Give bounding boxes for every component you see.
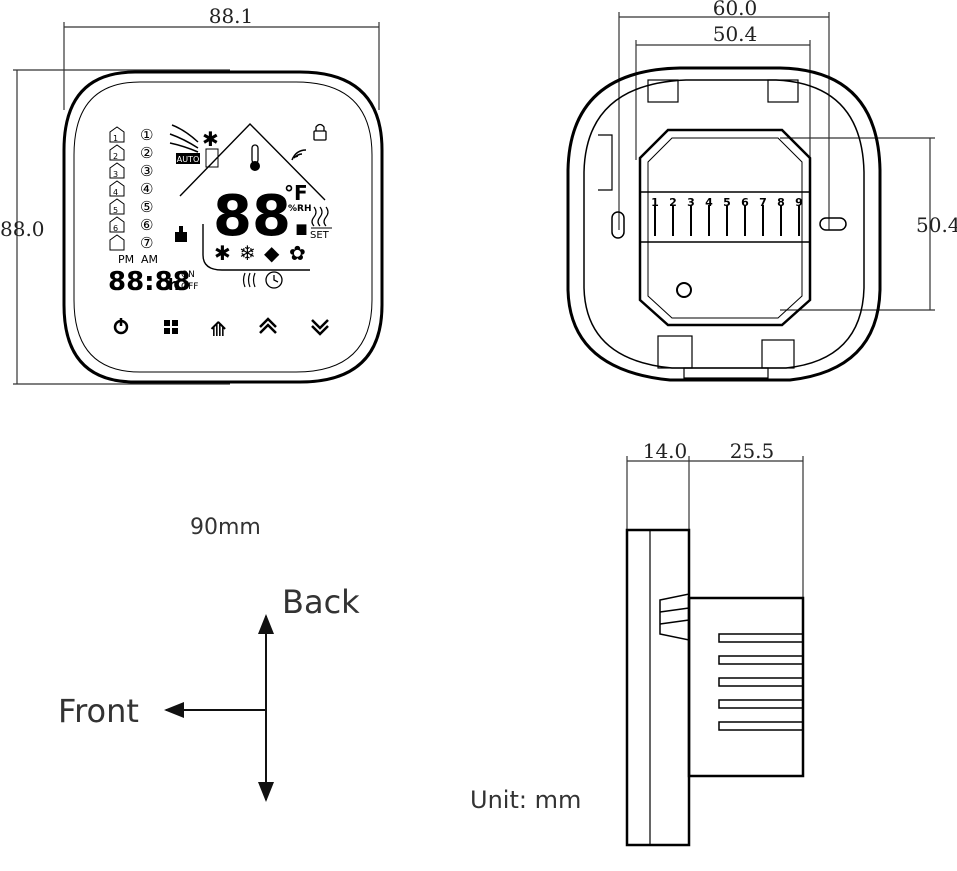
program-house-icons xyxy=(109,126,125,251)
set-label: SET xyxy=(310,230,330,241)
back-box-profile xyxy=(687,596,805,778)
front-depth-label: 14.0 xyxy=(643,439,688,463)
right-screw-slot xyxy=(819,217,847,231)
program-house-number-3: 3 xyxy=(113,170,118,179)
temperature-unit: °F xyxy=(284,181,308,205)
wifi-icon xyxy=(291,149,307,161)
program-number-1: ① xyxy=(140,126,153,144)
back-width-dimensions xyxy=(618,12,830,230)
program-number-2: ② xyxy=(140,144,153,162)
svg-text:⟰: ⟰ xyxy=(210,317,227,341)
program-number-4: ④ xyxy=(140,180,153,198)
humidity-unit: %RH xyxy=(288,204,311,214)
terminal-label-1: 1 xyxy=(651,196,659,209)
front-view: 88.1 88.0 1 2 3 4 5 xyxy=(0,4,384,385)
fan-button[interactable]: ⟰ xyxy=(210,317,227,341)
program-house-number-1: 1 xyxy=(113,134,118,143)
back-bottom-clips xyxy=(657,335,795,379)
terminal-block-outline xyxy=(638,128,812,327)
program-column: 1 2 3 4 5 6 ① ② ③ ④ ⑤ ⑥ ⑦ xyxy=(109,126,153,252)
front-cover-profile xyxy=(625,528,691,847)
hour-unit: h xyxy=(168,275,179,294)
program-house-number-5: 5 xyxy=(113,206,118,215)
back-side-tab xyxy=(598,134,613,191)
terminal-label-5: 5 xyxy=(723,196,731,209)
cooling-fan-icon: ✱ xyxy=(214,241,231,265)
auto-badge xyxy=(176,153,200,164)
off-label: OFF xyxy=(181,282,198,292)
program-number-3: ③ xyxy=(140,162,153,180)
mode-button[interactable] xyxy=(164,320,178,334)
terminal-label-3: 3 xyxy=(687,196,695,209)
program-number-5: ⑤ xyxy=(140,198,153,216)
front-height-dimension xyxy=(13,69,230,385)
valve-icon xyxy=(175,226,187,242)
terminal-block-inner xyxy=(647,137,803,319)
on-label: ON xyxy=(181,270,195,280)
left-screw-slot xyxy=(611,211,625,239)
airflow-waves-icon xyxy=(169,124,199,153)
heating-icon xyxy=(311,206,329,227)
terminal-label-2: 2 xyxy=(669,196,677,209)
terminal-label-7: 7 xyxy=(759,196,767,209)
side-depth-dimensions xyxy=(626,456,804,600)
back-height-dimension xyxy=(780,137,935,311)
floor-heat-icon xyxy=(242,272,256,288)
back-outer-width-label: 60.0 xyxy=(713,0,758,20)
orientation-diagram: 90mm Back Front xyxy=(58,515,360,802)
snowflake-icon: ❄ xyxy=(239,241,256,265)
terminal-label-4: 4 xyxy=(705,196,713,209)
fan-icon: ✱ xyxy=(202,127,219,151)
back-depth-label: 25.5 xyxy=(730,439,775,463)
pm-label: PM xyxy=(118,253,134,266)
back-outer-frame xyxy=(566,66,882,382)
reset-hole xyxy=(676,282,692,298)
clock-digits: 88:88 xyxy=(108,267,191,297)
up-button[interactable] xyxy=(259,317,277,334)
temperature-digits: 88. xyxy=(213,184,312,249)
terminal-strip xyxy=(639,191,811,243)
front-screen-bezel xyxy=(73,81,373,373)
down-button[interactable] xyxy=(311,319,329,336)
lock-icon xyxy=(313,123,327,141)
back-direction-label: Back xyxy=(282,583,360,621)
fan-speed-indicator xyxy=(205,148,219,168)
terminal-label-9: 9 xyxy=(795,196,803,209)
back-height-label: 50.4 xyxy=(916,213,957,237)
back-inner-width-label: 50.4 xyxy=(713,22,758,46)
back-top-clips xyxy=(647,79,799,103)
auto-cycle-icon: ✿ xyxy=(289,241,306,265)
program-house-number-4: 4 xyxy=(113,188,118,197)
side-fins xyxy=(659,593,804,731)
thermometer-icon xyxy=(250,144,260,171)
am-label: AM xyxy=(141,253,158,266)
size-label: 90mm xyxy=(190,515,261,540)
clock-icon xyxy=(265,271,283,289)
back-view: 60.0 50.4 50.4 xyxy=(566,0,957,382)
terminal-label-8: 8 xyxy=(777,196,785,209)
power-button[interactable] xyxy=(113,318,129,335)
terminal-label-6: 6 xyxy=(741,196,749,209)
program-house-number-2: 2 xyxy=(113,152,118,161)
front-direction-label: Front xyxy=(58,692,139,730)
unit-label: Unit: mm xyxy=(470,786,581,814)
dry-mode-icon: ◆ xyxy=(264,241,280,265)
program-house-number-6: 6 xyxy=(113,224,118,233)
front-device-outline xyxy=(62,70,384,384)
program-number-7: ⑦ xyxy=(140,234,153,252)
front-width-label: 88.1 xyxy=(209,4,254,28)
house-outline xyxy=(179,122,326,271)
program-number-6: ⑥ xyxy=(140,216,153,234)
front-width-dimension xyxy=(63,22,380,110)
auto-label: AUTO xyxy=(177,155,200,164)
side-view: 14.0 25.5 Unit: mm xyxy=(470,439,805,847)
front-height-label: 88.0 xyxy=(0,217,45,241)
